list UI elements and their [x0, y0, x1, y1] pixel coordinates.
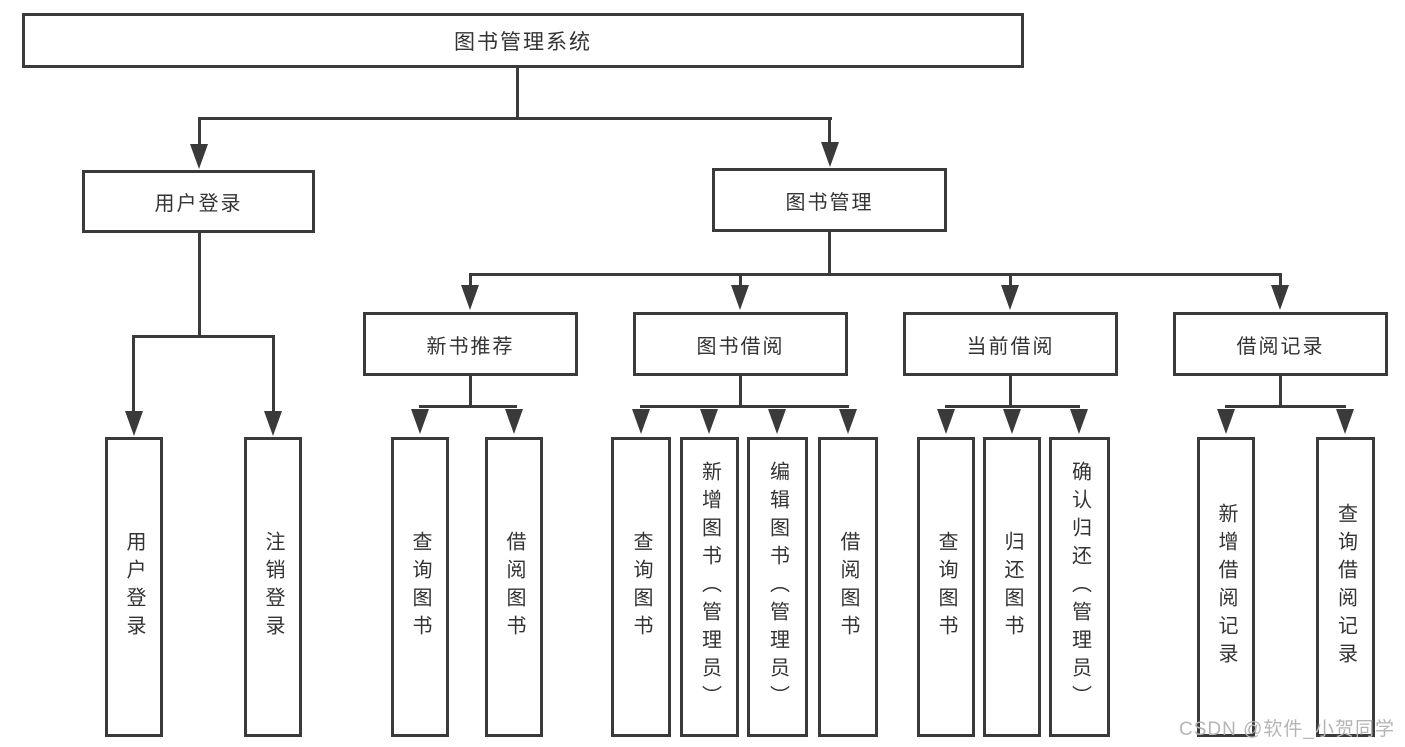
leaf-bb-query-book-label: 查询图书 — [630, 531, 652, 643]
leaf-cb-return-book-label: 归还图书 — [1001, 531, 1023, 643]
leaf-cb-return-book: 归还图书 — [983, 437, 1041, 737]
leaf-logout-label: 注销登录 — [262, 531, 284, 643]
node-book-management-label: 图书管理 — [785, 191, 874, 214]
connector-book-borrow-stem — [739, 376, 742, 407]
node-root: 图书管理系统 — [22, 13, 1024, 68]
arrowhead-to-book-management — [821, 142, 839, 167]
arrowhead-to-leaf-cb-confirm — [1070, 409, 1088, 434]
leaf-br-query-record-label: 查询借阅记录 — [1334, 503, 1357, 671]
leaf-cb-confirm-return-admin: 确认归还（管理员） — [1049, 437, 1110, 737]
connector-borrow-record-stem — [1279, 376, 1282, 407]
leaf-br-query-record: 查询借阅记录 — [1316, 437, 1375, 737]
node-user-login: 用户登录 — [82, 170, 315, 233]
node-borrow-record-label: 借阅记录 — [1236, 335, 1325, 358]
arrowhead-to-leaf-bb-borrow — [839, 409, 857, 434]
leaf-bb-query-book: 查询图书 — [611, 437, 671, 737]
leaf-user-login-label: 用户登录 — [123, 531, 145, 643]
connector-current-borrow-bus — [945, 405, 1080, 408]
connector-user-login-drop-1 — [132, 335, 135, 412]
connector-user-login-drop-2 — [272, 335, 275, 412]
node-user-login-label: 用户登录 — [154, 193, 243, 215]
leaf-nb-query-book: 查询图书 — [391, 437, 449, 737]
leaf-bb-borrow-book: 借阅图书 — [818, 437, 878, 737]
arrowhead-to-leaf-cb-query — [937, 409, 955, 434]
node-current-borrow: 当前借阅 — [903, 312, 1118, 376]
csdn-watermark: CSDN @软件_小贺同学 — [1179, 719, 1395, 740]
leaf-user-login: 用户登录 — [105, 437, 163, 737]
connector-new-book-bus — [419, 405, 517, 408]
connector-book-borrow-bus — [640, 405, 849, 408]
leaf-br-add-record: 新增借阅记录 — [1197, 437, 1255, 737]
arrowhead-to-user-login — [190, 144, 208, 169]
arrowhead-to-current-borrow — [1001, 285, 1019, 310]
connector-book-mgmt-bus — [469, 273, 1282, 276]
connector-book-mgmt-stem — [828, 232, 831, 275]
node-borrow-record: 借阅记录 — [1173, 312, 1388, 376]
arrowhead-to-leaf-bb-add — [700, 409, 718, 434]
leaf-nb-borrow-book: 借阅图书 — [485, 437, 543, 737]
connector-user-login-bus — [133, 335, 275, 338]
arrowhead-to-new-book-recommend — [461, 285, 479, 310]
leaf-logout: 注销登录 — [244, 437, 302, 737]
node-root-label: 图书管理系统 — [454, 30, 592, 54]
arrowhead-to-leaf-user-login — [125, 411, 143, 436]
connector-current-borrow-stem — [1009, 376, 1012, 407]
connector-root-stem — [516, 68, 519, 118]
connector-borrow-record-bus — [1225, 405, 1346, 408]
connector-root-drop-right — [828, 117, 831, 144]
connector-book-mgmt-drop-2 — [739, 273, 742, 287]
leaf-nb-borrow-book-label: 借阅图书 — [503, 531, 525, 643]
leaf-bb-borrow-book-label: 借阅图书 — [837, 531, 859, 643]
connector-book-mgmt-drop-4 — [1279, 273, 1282, 287]
arrowhead-to-leaf-bb-edit — [768, 409, 786, 434]
arrowhead-to-book-borrow — [731, 285, 749, 310]
node-book-management: 图书管理 — [712, 168, 947, 232]
arrowhead-to-leaf-nb-query — [411, 409, 429, 434]
node-current-borrow-label: 当前借阅 — [966, 335, 1055, 358]
connector-book-mgmt-drop-1 — [469, 273, 472, 287]
leaf-nb-query-book-label: 查询图书 — [409, 531, 431, 643]
node-book-borrow: 图书借阅 — [633, 312, 848, 376]
arrowhead-to-leaf-nb-borrow — [505, 409, 523, 434]
connector-new-book-stem — [469, 376, 472, 407]
node-new-book-recommend: 新书推荐 — [363, 312, 578, 376]
leaf-br-add-record-label: 新增借阅记录 — [1215, 503, 1237, 671]
leaf-bb-add-book-admin: 新增图书（管理员） — [680, 437, 739, 737]
leaf-bb-add-book-admin-label: 新增图书（管理员） — [698, 461, 721, 713]
connector-user-login-stem — [198, 233, 201, 336]
connector-root-drop-left — [198, 117, 201, 146]
arrowhead-to-leaf-logout — [264, 411, 282, 436]
node-new-book-recommend-label: 新书推荐 — [426, 335, 515, 358]
leaf-bb-edit-book-admin: 编辑图书（管理员） — [747, 437, 808, 737]
arrowhead-to-leaf-bb-query — [632, 409, 650, 434]
connector-book-mgmt-drop-3 — [1009, 273, 1012, 287]
leaf-cb-query-book-label: 查询图书 — [935, 531, 957, 643]
leaf-bb-edit-book-admin-label: 编辑图书（管理员） — [766, 461, 789, 713]
arrowhead-to-leaf-br-add — [1217, 409, 1235, 434]
arrowhead-to-borrow-record — [1271, 285, 1289, 310]
leaf-cb-query-book: 查询图书 — [917, 437, 975, 737]
leaf-cb-confirm-return-admin-label: 确认归还（管理员） — [1068, 461, 1091, 713]
connector-root-bus — [198, 117, 832, 120]
arrowhead-to-leaf-cb-return — [1003, 409, 1021, 434]
node-book-borrow-label: 图书借阅 — [696, 335, 785, 358]
arrowhead-to-leaf-br-query — [1336, 409, 1354, 434]
